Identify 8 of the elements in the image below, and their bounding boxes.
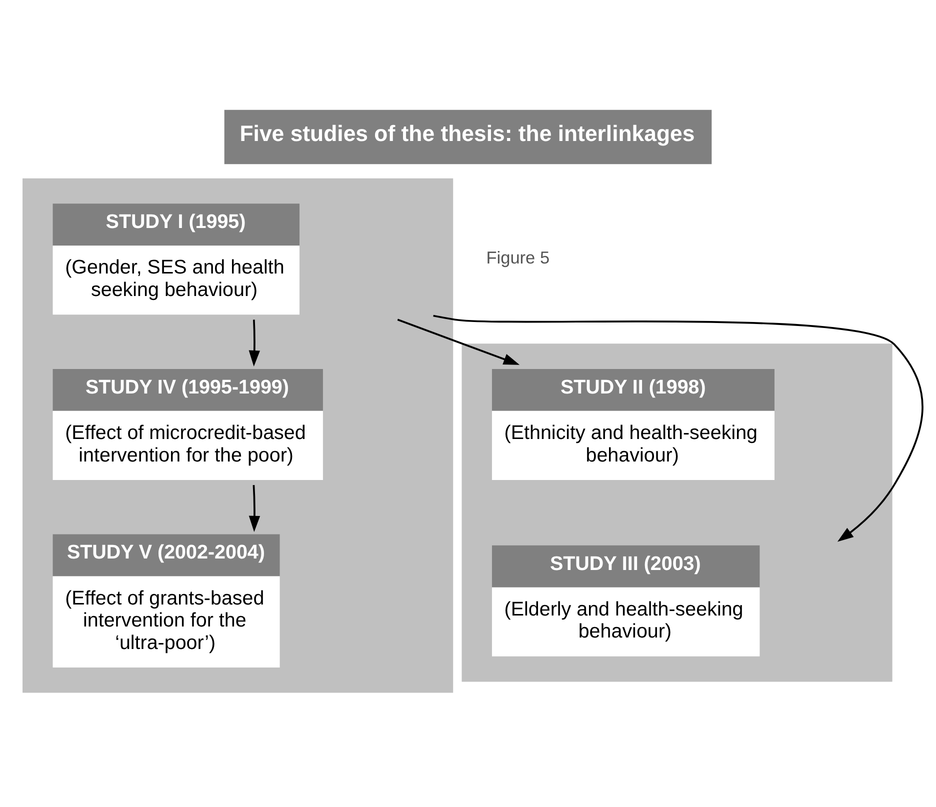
arrow — [248, 320, 260, 367]
cluster — [462, 344, 892, 682]
arrow — [248, 485, 260, 532]
arrow — [433, 314, 924, 542]
cluster — [22, 178, 454, 693]
diagram-title: Five studies of the thesis: the interlinkages — [240, 121, 695, 146]
arrow — [397, 318, 520, 365]
label: Figure 5 — [486, 248, 550, 268]
